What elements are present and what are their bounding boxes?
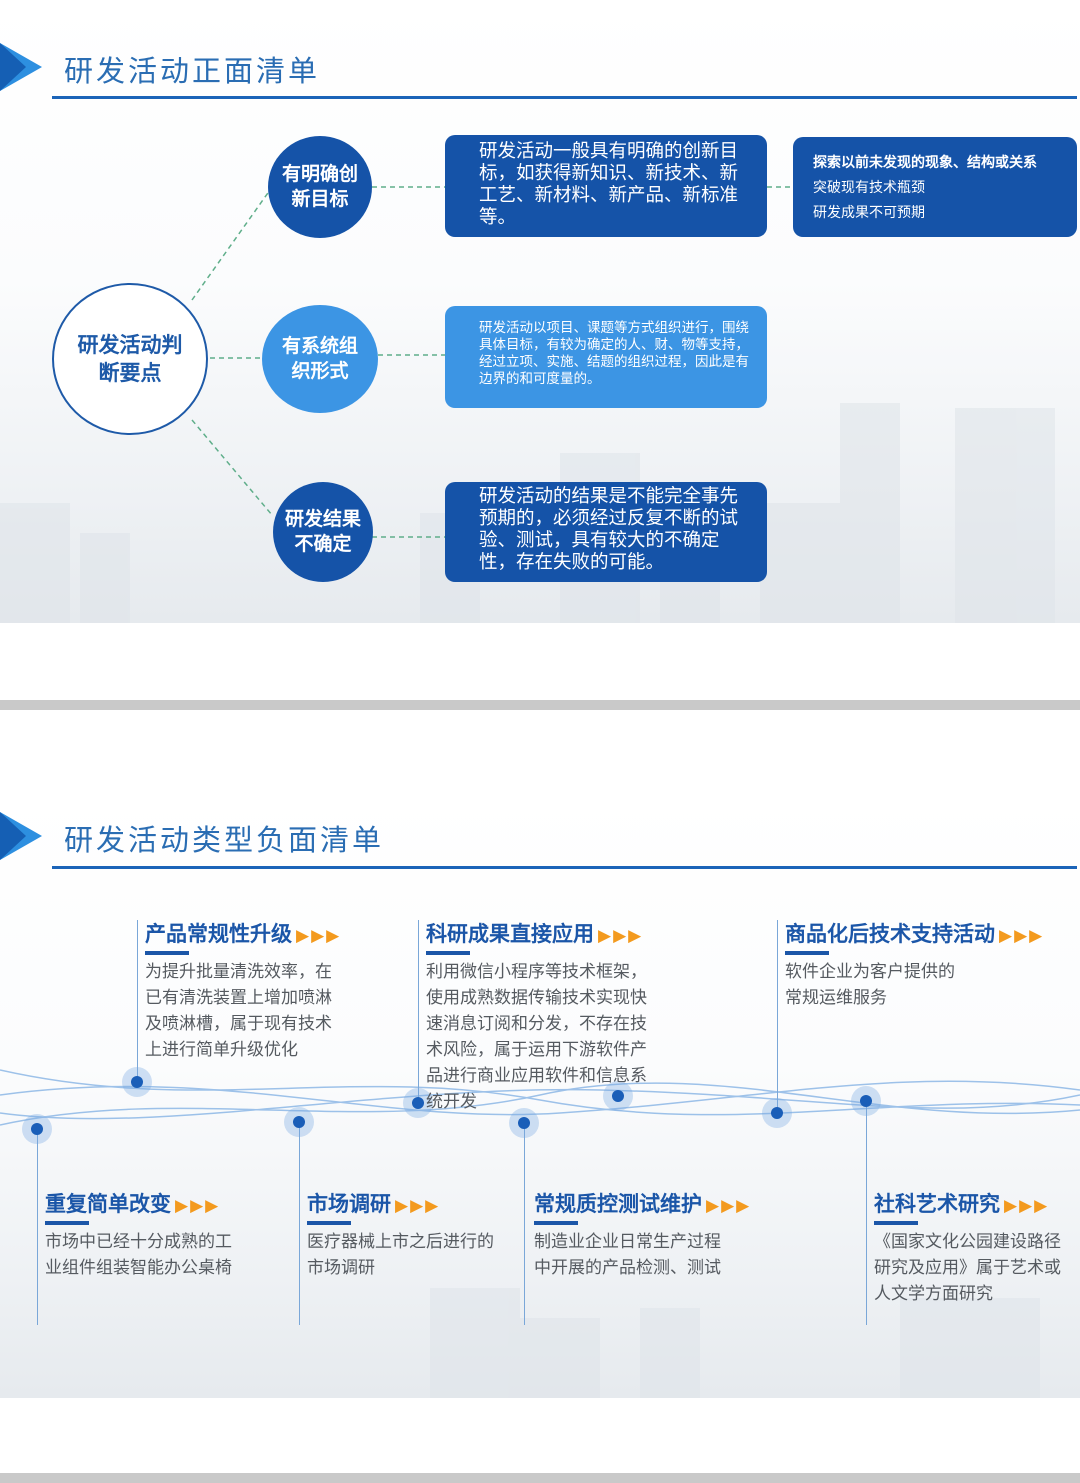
slide-divider	[0, 700, 1080, 710]
extra-box: 探索以前未发现的现象、结构或关系 突破现有技术瓶颈 研发成果不可预期	[793, 137, 1077, 237]
connector-lines	[191, 186, 793, 538]
triple-arrow-icon: ▶▶▶	[1004, 1196, 1050, 1216]
title-arrow-icon	[0, 43, 42, 91]
slide-negative-list: 研发活动类型负面清单 产品常规性升级▶▶▶ 为提升批量清洗效率，在已有清洗装置上…	[0, 795, 1080, 1398]
title-bar	[534, 1221, 578, 1225]
connector-line	[524, 1122, 525, 1325]
item-body: 市场中已经十分成熟的工业组件组装智能办公桌椅	[45, 1232, 232, 1278]
item-title: 商品化后技术支持活动	[785, 922, 995, 946]
city-skyline-background	[0, 1198, 1080, 1398]
item-title: 产品常规性升级	[145, 922, 292, 946]
item-title: 社科艺术研究	[874, 1192, 1000, 1216]
item-body: 利用微信小程序等技术框架，使用成熟数据传输技术实现快速消息订阅和分发，不存在技术…	[426, 962, 647, 1112]
connector-line	[299, 1122, 300, 1325]
title-bar	[426, 951, 470, 955]
desc-text: 研发活动一般具有明确的创新目标，如获得新知识、新技术、新工艺、新材料、新产品、新…	[479, 141, 739, 228]
item-simple-change: 重复简单改变▶▶▶ 市场中已经十分成熟的工业组件组装智能办公桌椅	[45, 1188, 235, 1281]
item-body: 医疗器械上市之后进行的市场调研	[307, 1232, 494, 1278]
item-title: 科研成果直接应用	[426, 922, 594, 946]
center-circle: 研发活动判断要点	[52, 283, 208, 435]
title-bar	[785, 951, 829, 955]
triple-arrow-icon: ▶▶▶	[706, 1196, 752, 1216]
title-underline	[52, 866, 1077, 869]
title-bar	[145, 951, 189, 955]
wave-lines	[0, 1069, 1080, 1126]
triple-arrow-icon: ▶▶▶	[296, 926, 342, 946]
timeline-dot	[22, 1114, 52, 1144]
timeline-dot	[851, 1086, 881, 1116]
desc-box-innovation: 研发活动一般具有明确的创新目标，如获得新知识、新技术、新工艺、新材料、新产品、新…	[445, 135, 767, 237]
connector-line	[137, 920, 138, 1082]
node-system-org: 有系统组织形式	[262, 305, 378, 413]
timeline-dot	[403, 1088, 433, 1118]
slide2-title: 研发活动类型负面清单	[64, 823, 385, 857]
slide-positive-list: 研发活动正面清单 研发活动判断要点 有明确创新目标 有系统组织形式 研发结果不确…	[0, 0, 1080, 623]
item-body: 制造业企业日常生产过程中开展的产品检测、测试	[534, 1232, 721, 1278]
desc-box-system: 研发活动以项目、课题等方式组织进行，围绕具体目标，有较为确定的人、财、物等支持，…	[445, 306, 767, 408]
connector-line	[37, 1129, 38, 1325]
item-product-upgrade: 产品常规性升级▶▶▶ 为提升批量清洗效率，在已有清洗装置上增加喷淋及喷淋槽，属于…	[145, 918, 339, 1063]
item-title: 常规质控测试维护	[534, 1192, 702, 1216]
extra-line-1: 探索以前未发现的现象、结构或关系	[813, 155, 1037, 171]
connector-line	[777, 920, 778, 1114]
triple-arrow-icon: ▶▶▶	[999, 926, 1045, 946]
triple-arrow-icon: ▶▶▶	[598, 926, 644, 946]
connector-line	[866, 1101, 867, 1325]
timeline-dot	[603, 1081, 633, 1111]
title-arrow-icon	[0, 812, 42, 860]
connector-line	[418, 920, 419, 1105]
item-market-research: 市场调研▶▶▶ 医疗器械上市之后进行的市场调研	[307, 1188, 497, 1281]
desc-text: 研发活动的结果是不能完全事先预期的，必须经过反复不断的试验、测试，具有较大的不确…	[479, 486, 739, 573]
triple-arrow-icon: ▶▶▶	[395, 1196, 441, 1216]
title-underline	[52, 96, 1077, 99]
slide1-title: 研发活动正面清单	[64, 54, 321, 88]
item-direct-application: 科研成果直接应用▶▶▶ 利用微信小程序等技术框架，使用成熟数据传输技术实现快速消…	[426, 918, 661, 1115]
title-bar	[874, 1221, 918, 1225]
extra-line-3: 研发成果不可预期	[813, 205, 925, 221]
item-social-art-research: 社科艺术研究▶▶▶ 《国家文化公园建设路径研究及应用》属于艺术或人文学方面研究	[874, 1188, 1064, 1307]
item-body: 《国家文化公园建设路径研究及应用》属于艺术或人文学方面研究	[874, 1232, 1061, 1304]
item-body: 为提升批量清洗效率，在已有清洗装置上增加喷淋及喷淋槽，属于现有技术上进行简单升级…	[145, 962, 332, 1060]
timeline-dot	[284, 1107, 314, 1137]
timeline-dot	[509, 1108, 539, 1138]
desc-text: 研发活动以项目、课题等方式组织进行，围绕具体目标，有较为确定的人、财、物等支持，…	[479, 320, 749, 387]
item-post-commercial-support: 商品化后技术支持活动▶▶▶ 软件企业为客户提供的常规运维服务	[785, 918, 1042, 1011]
item-qc-testing: 常规质控测试维护▶▶▶ 制造业企业日常生产过程中开展的产品检测、测试	[534, 1188, 749, 1281]
item-title: 重复简单改变	[45, 1192, 171, 1216]
node-innovation-goal: 有明确创新目标	[268, 136, 372, 238]
title-bar	[45, 1221, 89, 1225]
extra-line-2: 突破现有技术瓶颈	[813, 180, 925, 196]
node-uncertain-result: 研发结果不确定	[273, 482, 373, 582]
item-title: 市场调研	[307, 1192, 391, 1216]
triple-arrow-icon: ▶▶▶	[175, 1196, 221, 1216]
slide-divider	[0, 1473, 1080, 1483]
timeline-dot	[122, 1067, 152, 1097]
item-body: 软件企业为客户提供的常规运维服务	[785, 962, 955, 1008]
title-bar	[307, 1221, 351, 1225]
timeline-dot	[762, 1098, 792, 1128]
desc-box-uncertain: 研发活动的结果是不能完全事先预期的，必须经过反复不断的试验、测试，具有较大的不确…	[445, 482, 767, 582]
